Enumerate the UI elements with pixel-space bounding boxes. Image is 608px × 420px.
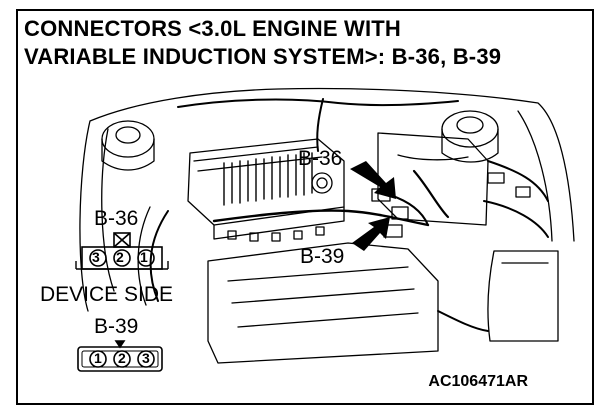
connector-b39-pin bbox=[89, 350, 107, 368]
connector-b36-label: B-36 bbox=[94, 207, 139, 230]
device-side-label: DEVICE SIDE bbox=[40, 283, 174, 306]
relay-box bbox=[377, 132, 489, 226]
top-harness bbox=[177, 98, 459, 108]
connector-b39-housing bbox=[77, 346, 163, 372]
intake-plenum bbox=[187, 138, 345, 240]
callout-arrows bbox=[350, 161, 396, 251]
right-strut-tower bbox=[441, 110, 499, 163]
connector-b36-pin bbox=[89, 249, 107, 267]
connector-b39-pin bbox=[137, 350, 155, 368]
connector-b39-pin-label: 2 bbox=[118, 350, 126, 366]
connector-b39-key bbox=[114, 340, 126, 349]
connector-b36-pin bbox=[137, 249, 155, 267]
arrow-b39 bbox=[352, 217, 390, 251]
connector-b39-pin-label: 3 bbox=[142, 350, 150, 366]
callout-label-b39: B-39 bbox=[300, 245, 345, 268]
fender-outline bbox=[79, 87, 575, 312]
connector-b39-label: B-39 bbox=[94, 315, 139, 338]
connector-b36-pin-label: 2 bbox=[116, 249, 124, 265]
hose-left bbox=[149, 210, 169, 302]
left-strut-tower bbox=[101, 120, 155, 171]
connector-b36-pin-label: 1 bbox=[140, 249, 148, 265]
injector-connectors bbox=[227, 226, 325, 242]
title-line-1: CONNECTORS <3.0L ENGINE WITH bbox=[24, 16, 402, 41]
connector-b39-diagram bbox=[77, 340, 163, 372]
connector-b36-pin-label: 3 bbox=[92, 249, 100, 265]
connector-b36-latch bbox=[113, 232, 131, 248]
arrow-b36 bbox=[350, 161, 396, 199]
throttle-body bbox=[311, 172, 333, 194]
connector-b39-pin bbox=[113, 350, 131, 368]
coolant-reservoir bbox=[487, 250, 559, 342]
right-harness bbox=[483, 160, 549, 238]
diagram-frame: CONNECTORS <3.0L ENGINE WITH VARIABLE IN… bbox=[16, 9, 594, 405]
figure-code: AC106471AR bbox=[428, 373, 528, 390]
intake-runners bbox=[223, 152, 313, 206]
diagram-title: CONNECTORS <3.0L ENGINE WITH VARIABLE IN… bbox=[24, 15, 501, 71]
connector-b36-diagram bbox=[75, 232, 169, 270]
callout-label-b36: B-36 bbox=[298, 147, 343, 170]
connector-b39-pin-label: 1 bbox=[94, 350, 102, 366]
connector-b36-pin bbox=[113, 249, 131, 267]
title-line-2: VARIABLE INDUCTION SYSTEM>: B-36, B-39 bbox=[24, 44, 502, 69]
